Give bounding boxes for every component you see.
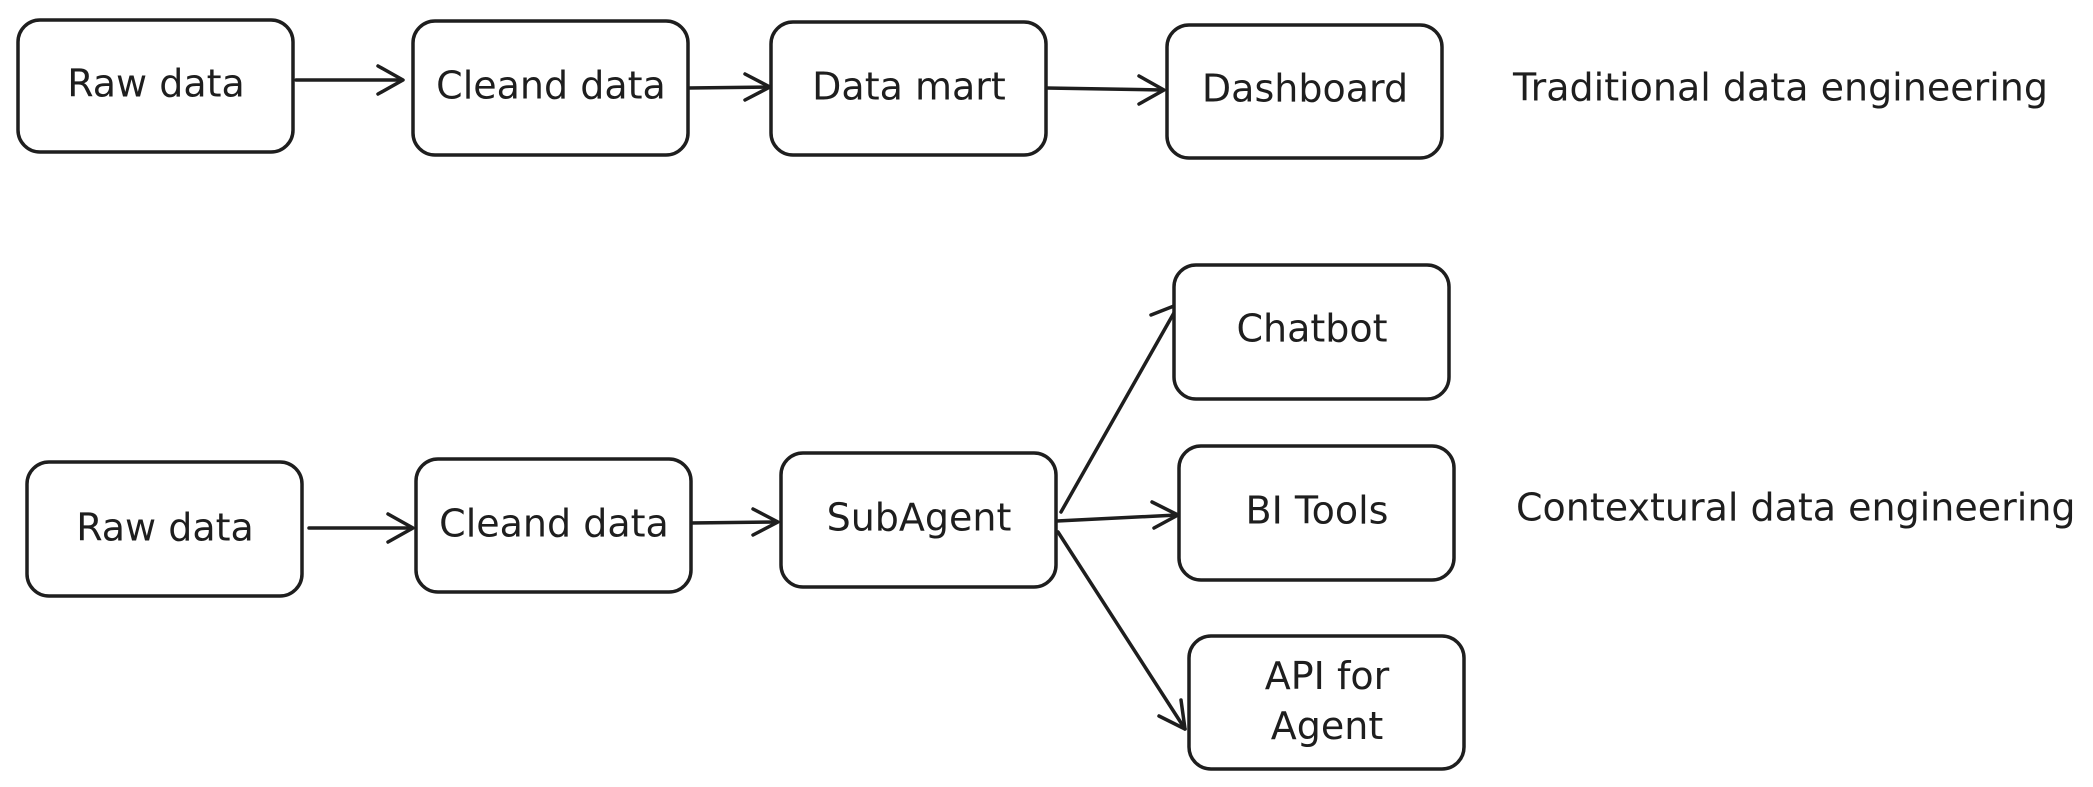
node-label: Cleand data	[436, 64, 666, 108]
row-traditional: Raw data Cleand data Data mart Dashboard…	[16, 18, 2048, 160]
node-label: Cleand data	[439, 502, 669, 546]
edge-subagent-to-bitools	[1055, 500, 1180, 530]
node-raw-data: Raw data	[16, 18, 295, 154]
node-box	[779, 451, 1058, 589]
edge-datamart-to-dashboard	[1044, 74, 1166, 106]
node-label: Raw data	[67, 62, 245, 106]
node-data-mart: Data mart	[769, 20, 1048, 157]
edge-subagent-to-chatbot	[1059, 302, 1181, 514]
edge-cleand-to-datamart	[686, 72, 772, 102]
node-box	[411, 19, 690, 157]
edge-subagent-to-api	[1056, 530, 1187, 731]
arrow-line	[1044, 86, 1165, 92]
node-box	[1187, 634, 1466, 771]
node-dashboard: Dashboard	[1165, 23, 1444, 160]
node-label: Dashboard	[1202, 67, 1408, 111]
node-box	[414, 457, 693, 594]
arrow-line	[686, 85, 771, 90]
row-contextural: Raw data Cleand data SubAgent Chatbot BI…	[25, 263, 2076, 771]
arrow-line	[376, 64, 405, 96]
node-box	[16, 18, 295, 154]
node-label: Chatbot	[1236, 307, 1387, 351]
arrow-line	[1157, 698, 1187, 731]
node-bi-tools: BI Tools	[1177, 444, 1456, 582]
edge-raw-to-cleand	[294, 64, 405, 96]
arrow-line	[1055, 513, 1179, 523]
node-label: Data mart	[812, 65, 1006, 109]
api-label-line: API for	[1265, 654, 1390, 698]
node-box	[1165, 23, 1444, 160]
arrow-line	[751, 507, 780, 537]
arrow-line	[1137, 74, 1166, 106]
api-label-line: Agent	[1271, 704, 1383, 748]
node-box	[1172, 263, 1451, 401]
node-chatbot: Chatbot	[1172, 263, 1451, 401]
node-label: Raw data	[76, 506, 254, 550]
node-cleand-data-2: Cleand data	[414, 457, 693, 594]
caption-traditional: Traditional data engineering	[1512, 66, 2048, 110]
arrow-line	[1059, 302, 1181, 514]
arrow-line	[386, 512, 415, 544]
node-cleand-data: Cleand data	[411, 19, 690, 157]
caption-contextural: Contextural data engineering	[1516, 486, 2076, 530]
node-subagent: SubAgent	[779, 451, 1058, 589]
node-box	[25, 460, 304, 598]
arrow-line	[688, 520, 779, 525]
node-box	[769, 20, 1048, 157]
edge-cleand-to-subagent	[688, 507, 780, 537]
node-raw-data-2: Raw data	[25, 460, 304, 598]
edges	[294, 64, 1187, 731]
arrow-line	[1056, 530, 1187, 731]
node-box	[1177, 444, 1456, 582]
node-label: BI Tools	[1246, 489, 1389, 533]
node-label: SubAgent	[827, 496, 1012, 540]
edge-raw-to-cleand-2	[307, 512, 415, 544]
